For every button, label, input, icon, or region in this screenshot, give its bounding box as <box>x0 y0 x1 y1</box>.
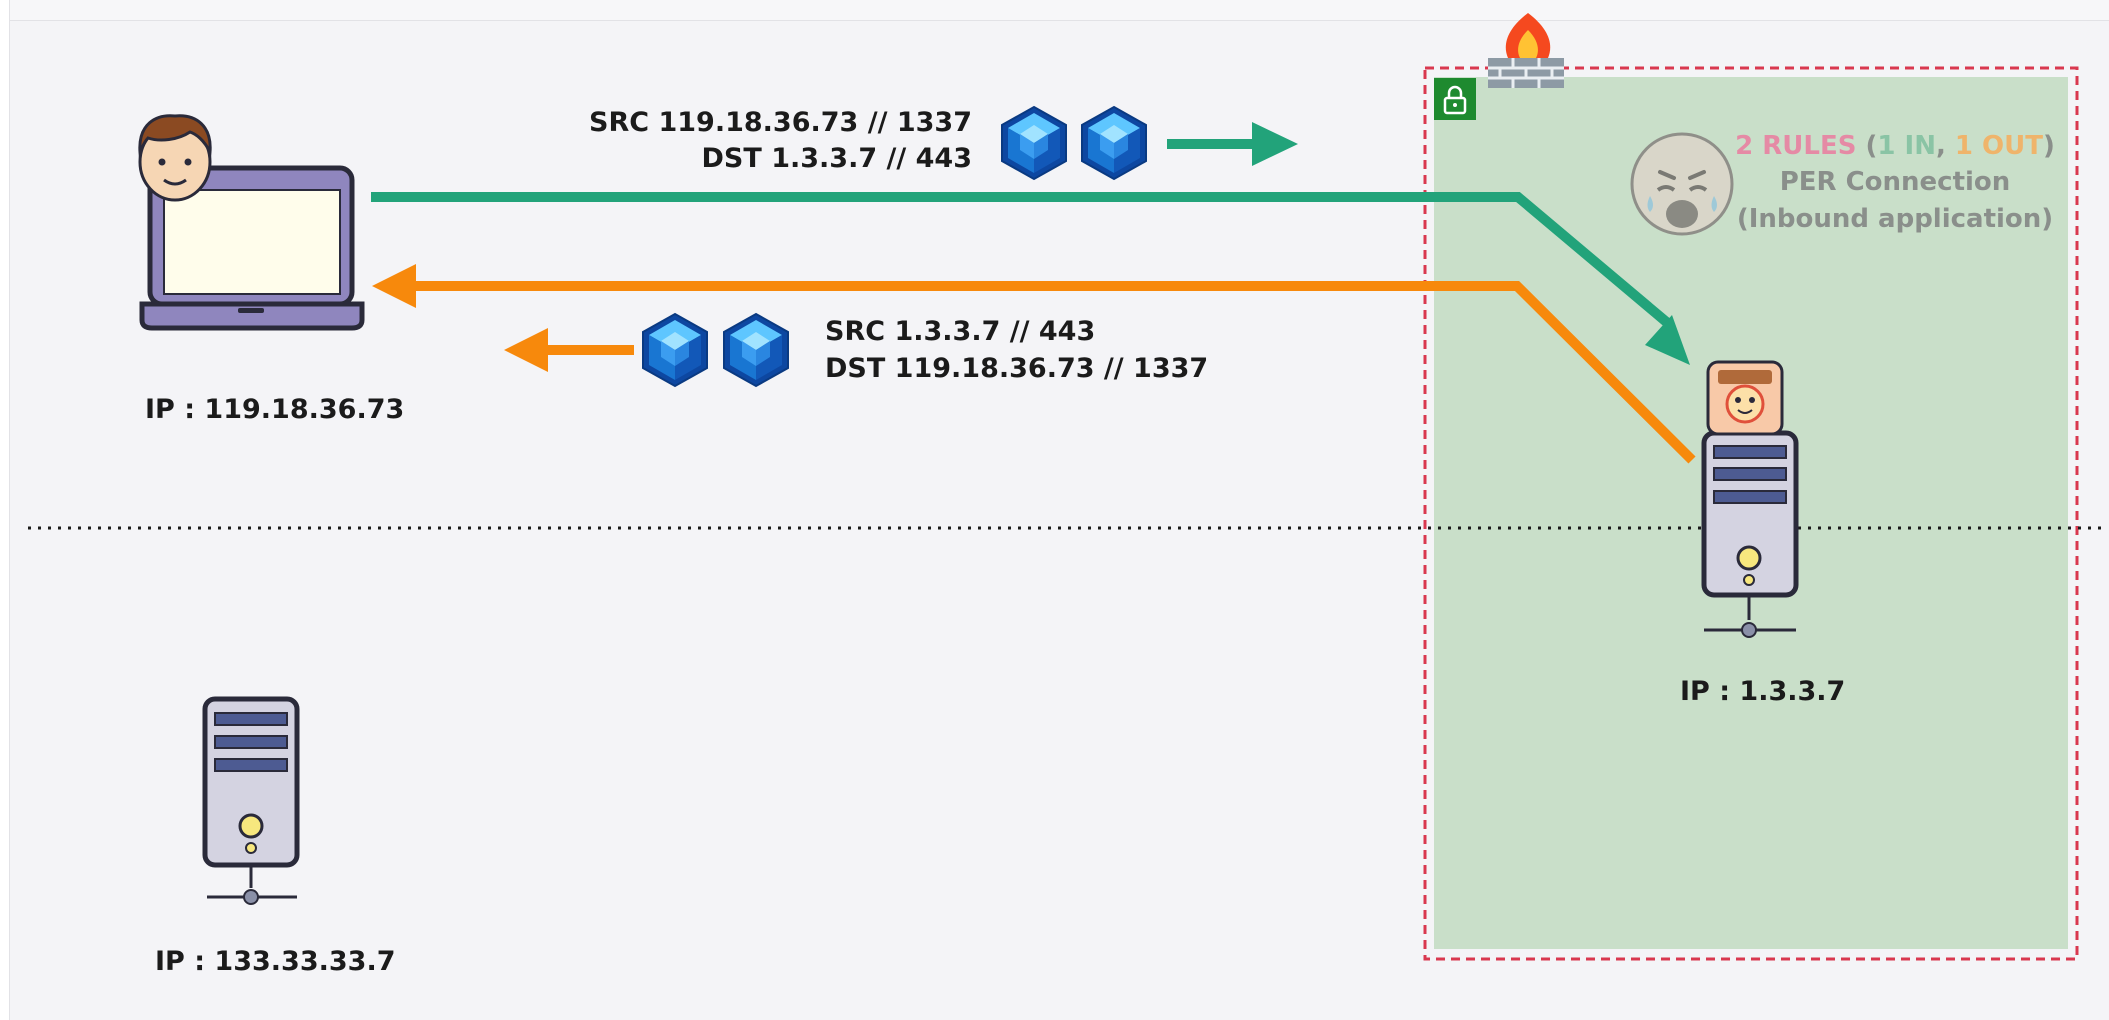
rules-count: 2 RULES <box>1735 131 1857 161</box>
request-direction-arrow <box>1167 122 1298 166</box>
packet-cube-icon <box>723 313 789 387</box>
firewall-icon <box>1488 13 1564 88</box>
laptop-icon <box>139 165 365 331</box>
rules-note-line1: 2 RULES (1 IN, 1 OUT) <box>1700 128 2090 164</box>
firewall-boundary <box>1423 66 2079 961</box>
rules-note-line3: (Inbound application) <box>1736 203 2054 234</box>
client-ip-label: IP : 119.18.36.73 <box>145 394 405 425</box>
response-direction-arrow <box>504 328 634 372</box>
rules-close-paren: ) <box>2043 131 2055 161</box>
rules-note-line2: PER Connection <box>1779 167 2011 198</box>
rules-note: 2 RULES (1 IN, 1 OUT) PER Connection (In… <box>1700 128 2090 237</box>
other-server-ip-label: IP : 133.33.33.7 <box>155 946 396 977</box>
top-strip <box>0 0 2109 21</box>
rules-open-paren: ( <box>1856 131 1878 161</box>
response-arrow-head <box>372 264 416 308</box>
server-icon <box>202 696 300 905</box>
response-src-label: SRC 1.3.3.7 // 443 <box>825 316 1096 347</box>
lock-icon <box>1434 78 1476 120</box>
request-dst-label: DST 1.3.3.7 // 443 <box>701 143 972 174</box>
request-src-label: SRC 119.18.36.73 // 1337 <box>589 107 972 138</box>
left-strip <box>0 0 10 1020</box>
rules-in: 1 IN <box>1877 131 1936 161</box>
response-dst-label: DST 119.18.36.73 // 1337 <box>825 353 1209 384</box>
app-icon <box>1706 360 1784 436</box>
rules-comma: , <box>1935 131 1955 161</box>
request-arrow <box>371 192 1674 329</box>
crying-baby-icon <box>1630 132 1734 236</box>
response-arrow <box>410 281 1696 464</box>
rules-out: 1 OUT <box>1954 131 2043 161</box>
request-arrow-head <box>1645 315 1690 365</box>
packet-cube-icon <box>1081 106 1147 180</box>
person-icon <box>138 114 212 202</box>
packet-cube-icon <box>1001 106 1067 180</box>
app-server-ip-label: IP : 1.3.3.7 <box>1680 676 1846 707</box>
packet-cube-icon <box>642 313 708 387</box>
